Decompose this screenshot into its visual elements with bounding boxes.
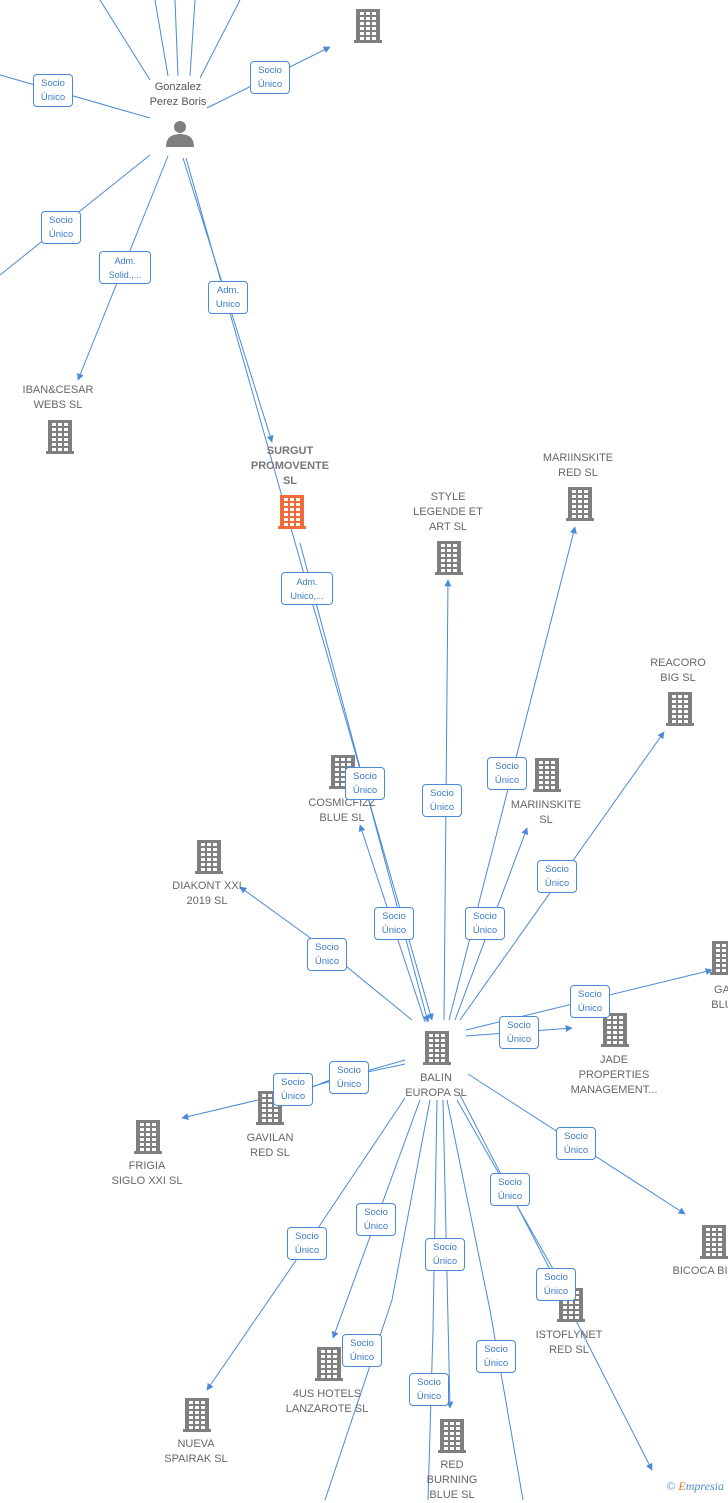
building-icon[interactable] [183, 1398, 211, 1432]
edge-label-box[interactable]: Socio Único [499, 1016, 539, 1049]
building-icon[interactable] [601, 1013, 629, 1047]
edge-line [189, 0, 196, 77]
edge-label-box[interactable]: Socio Único [287, 1227, 327, 1260]
node-label-gonzalez[interactable]: Gonzalez Perez Boris [149, 81, 207, 108]
edge-label-box[interactable]: Socio Único [374, 907, 414, 940]
node-label-balin[interactable]: BALIN EUROPA SL [405, 1072, 467, 1099]
node-label-style-legende[interactable]: STYLE LEGENDE ET ART SL [413, 491, 483, 533]
edge-label-box[interactable]: Socio Único [487, 757, 527, 790]
node-label-surgut[interactable]: SURGUT PROMOVENTE SL [250, 445, 330, 487]
node-label-gavilan[interactable]: GAVILAN RED SL [246, 1132, 294, 1159]
node-label-cosmicfizz[interactable]: COSMICFIZZ BLUE SL [308, 797, 376, 824]
edge-label-box[interactable]: Socio Único [422, 784, 462, 817]
building-icon[interactable] [354, 9, 382, 43]
edge-label-box[interactable]: Socio Único [556, 1127, 596, 1160]
building-icon[interactable] [533, 758, 561, 792]
building-icon[interactable] [423, 1031, 451, 1065]
node-label-mariinskite-red[interactable]: MARIINSKITE RED SL [542, 452, 614, 479]
edge-label-box[interactable]: Socio Único [307, 938, 347, 971]
edge-label-box[interactable]: Socio Único [537, 860, 577, 893]
edge-label-box[interactable]: Socio Único [476, 1340, 516, 1373]
edge-label-box[interactable]: Socio Único [409, 1373, 449, 1406]
edge-label-box[interactable]: Adm. Unico,... [281, 572, 333, 605]
edge-label-box[interactable]: Socio Único [570, 985, 610, 1018]
edge-label-box[interactable]: Socio Único [329, 1061, 369, 1094]
highlighted-building-icon[interactable] [278, 495, 306, 529]
node-label-bicoca[interactable]: BICOCA BI [672, 1265, 728, 1277]
edge-label-box[interactable]: Socio Único [41, 211, 81, 244]
edge-label-box[interactable]: Socio Único [345, 767, 385, 800]
edge-label-box[interactable]: Socio Único [536, 1268, 576, 1301]
brand-name: mpresia [685, 1479, 724, 1493]
edge-line [199, 0, 241, 79]
node-label-hotels4us[interactable]: 4US HOTELS LANZAROTE SL [285, 1388, 369, 1415]
node-label-iban-cesar[interactable]: IBAN&CESAR WEBS SL [22, 384, 94, 411]
edge-label-box[interactable]: Socio Único [33, 74, 73, 107]
edge-line [174, 0, 179, 77]
edge-line [324, 1099, 431, 1500]
brand-initial: E [678, 1479, 686, 1493]
building-icon[interactable] [134, 1120, 162, 1154]
edge-line [0, 74, 151, 119]
building-icon[interactable] [435, 541, 463, 575]
edge-label-box[interactable]: Socio Único [465, 907, 505, 940]
edge-line [459, 1094, 653, 1471]
edge-label-box[interactable]: Socio Único [490, 1173, 530, 1206]
edge-label-box[interactable]: Adm. Unico [208, 281, 248, 314]
person-icon[interactable] [166, 121, 194, 147]
node-label-jade[interactable]: JADE PROPERTIES MANAGEMENT... [570, 1054, 658, 1096]
edge-label-box[interactable]: Adm. Solid.,... [99, 251, 151, 284]
building-icon[interactable] [566, 487, 594, 521]
building-icon[interactable] [256, 1091, 284, 1125]
edge-label-box[interactable]: Socio Único [356, 1203, 396, 1236]
node-label-diakont[interactable]: DIAKONT XXI 2019 SL [172, 880, 242, 907]
building-icon[interactable] [710, 941, 728, 975]
building-icon[interactable] [195, 840, 223, 874]
building-icon[interactable] [666, 692, 694, 726]
edge-line [427, 1099, 438, 1500]
node-label-ga-blu[interactable]: GA BLU [711, 984, 728, 1011]
building-icon[interactable] [700, 1225, 728, 1259]
node-label-red-burning[interactable]: RED BURNING BLUE SL [426, 1459, 478, 1501]
edge-label-box[interactable]: Socio Único [250, 61, 290, 94]
building-icon[interactable] [315, 1347, 343, 1381]
building-icon[interactable] [46, 420, 74, 454]
node-label-mariinskite[interactable]: MARIINSKITE SL [510, 799, 582, 826]
node-label-reacoro[interactable]: REACORO BIG SL [650, 657, 706, 684]
copyright-symbol: © [666, 1479, 676, 1493]
edge-line [446, 1099, 524, 1500]
node-label-istoflynet[interactable]: ISTOFLYNET RED SL [535, 1329, 603, 1356]
edge-label-box[interactable]: Socio Único [273, 1073, 313, 1106]
edge-line [154, 0, 169, 77]
edge-line [99, 0, 151, 81]
node-label-frigia[interactable]: FRIGIA SIGLO XXI SL [111, 1160, 183, 1187]
edge-label-box[interactable]: Socio Único [342, 1334, 382, 1367]
footer-brand[interactable]: © Empresia [666, 1479, 724, 1494]
node-label-nueva-spairak[interactable]: NUEVA SPAIRAK SL [164, 1438, 228, 1465]
building-icon[interactable] [438, 1419, 466, 1453]
edge-label-box[interactable]: Socio Único [425, 1238, 465, 1271]
